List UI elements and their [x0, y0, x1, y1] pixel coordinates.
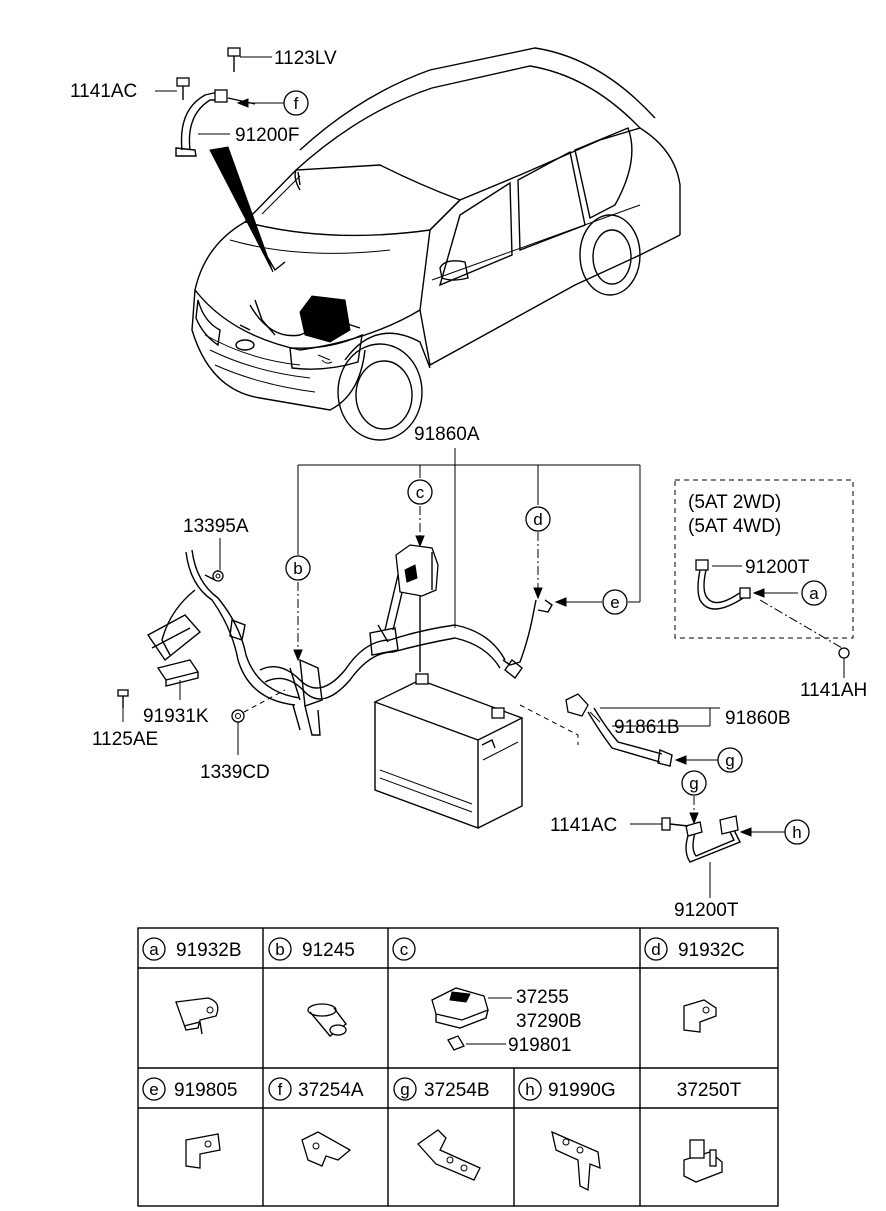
callout-d: d — [533, 510, 542, 529]
part-number-ground-cable-option: 91200T — [745, 557, 810, 578]
legend-f-circle — [268, 1077, 292, 1101]
part-number-bolt-lower-left: 1125AE — [92, 729, 158, 750]
bolt-icon — [838, 647, 850, 678]
legend-f-letter: f — [278, 1080, 283, 1099]
legend-a-part: 91932B — [176, 940, 242, 961]
callout-e: e — [610, 593, 619, 612]
bolt-icon — [661, 817, 689, 831]
option-box — [674, 479, 854, 678]
bracket-icon — [301, 1131, 352, 1167]
legend-c-circle — [392, 937, 416, 961]
legend-g-part: 37254B — [424, 1080, 490, 1101]
nut-icon — [212, 570, 224, 582]
legend-d-part: 91932C — [678, 940, 745, 961]
part-number-nut-upper: 13395A — [183, 516, 249, 537]
part-number-bolt-right: 1141AC — [550, 815, 617, 836]
callout-c-circle — [407, 479, 433, 505]
part-number-bolt-left-top: 1141AC — [70, 81, 137, 102]
part-number-cable-right-outer: 91860B — [725, 708, 791, 729]
part-number-ground-cable-bottom: 91200T — [674, 900, 739, 921]
part-number-clip-bracket: 91931K — [143, 706, 209, 727]
callout-b: b — [293, 559, 302, 578]
callout-a: a — [809, 584, 819, 603]
bracket-icon — [156, 659, 200, 687]
legend-g-circle — [393, 1077, 417, 1101]
bracket-icon — [683, 999, 717, 1033]
bracket-icon — [551, 1130, 601, 1192]
terminal-icon — [175, 997, 219, 1035]
callout-b-circle — [285, 555, 311, 581]
legend-b-circle — [268, 937, 292, 961]
option-line-1: (5AT 2WD) — [688, 492, 781, 513]
callout-e-circle — [602, 589, 628, 615]
bolt-icon — [227, 47, 241, 72]
legend-c-sub-part-2: 37290B — [516, 1011, 582, 1032]
callout-g-circle-lower — [681, 770, 707, 796]
battery-cable-right — [565, 693, 720, 767]
terminal-icon — [683, 1139, 723, 1183]
part-number-main-harness: 91860A — [414, 424, 480, 445]
fuse-box-icon — [395, 544, 439, 597]
callout-g-circle-upper — [717, 747, 743, 773]
callout-g-lower: g — [689, 774, 698, 793]
legend-g-letter: g — [400, 1080, 409, 1099]
callout-g-upper: g — [725, 751, 734, 770]
bracket-icon — [417, 1129, 481, 1181]
callout-f-circle — [283, 90, 309, 116]
legend-c-sub-part-1: 37255 — [516, 987, 569, 1008]
part-number-cable-right-inner: 91861B — [614, 717, 680, 738]
legend-c-sub-part-3: 919801 — [508, 1035, 571, 1056]
fuse-box-icon — [431, 987, 512, 1051]
part-number-ground-cable-top: 91200F — [235, 125, 299, 146]
legend-d-circle — [644, 937, 668, 961]
legend-d-letter: d — [651, 940, 660, 959]
legend-h-letter: h — [525, 1080, 534, 1099]
legend-e-part: 919805 — [174, 1080, 237, 1101]
callout-c: c — [416, 483, 425, 502]
nut-icon — [231, 709, 245, 723]
bolt-icon — [117, 689, 129, 708]
option-line-2: (5AT 4WD) — [688, 516, 781, 537]
callout-h: h — [792, 823, 801, 842]
legend-b-letter: b — [275, 940, 284, 959]
legend-a-circle — [142, 937, 166, 961]
terminal-icon — [307, 1003, 347, 1037]
legend-table — [137, 927, 779, 1207]
legend-c-letter: c — [400, 940, 409, 959]
legend-b-part: 91245 — [302, 940, 355, 961]
callout-f: f — [294, 94, 299, 113]
callout-h-circle — [784, 819, 810, 845]
legend-h-circle — [518, 1077, 542, 1101]
part-number-nut-lower: 1339CD — [200, 762, 270, 783]
main-harness-leaders — [293, 448, 641, 662]
bolt-icon — [176, 77, 190, 100]
part-number-bolt-top: 1123LV — [274, 48, 337, 69]
cable-harness-icon — [117, 538, 553, 755]
legend-last-part: 37250T — [677, 1080, 742, 1101]
legend-h-part: 91990G — [548, 1080, 616, 1101]
bracket-icon — [185, 1133, 221, 1169]
legend-e-letter: e — [149, 1080, 158, 1099]
legend-f-part: 37254A — [298, 1080, 364, 1101]
battery-icon — [373, 673, 579, 830]
vehicle-illustration — [191, 47, 681, 441]
ground-cable-bottom — [630, 796, 785, 898]
part-number-bolt-option: 1141AH — [800, 680, 867, 701]
callout-a-circle — [801, 580, 827, 606]
legend-e-circle — [142, 1077, 166, 1101]
ground-cable-top — [155, 47, 286, 157]
callout-d-circle — [525, 506, 551, 532]
legend-a-letter: a — [149, 940, 159, 959]
